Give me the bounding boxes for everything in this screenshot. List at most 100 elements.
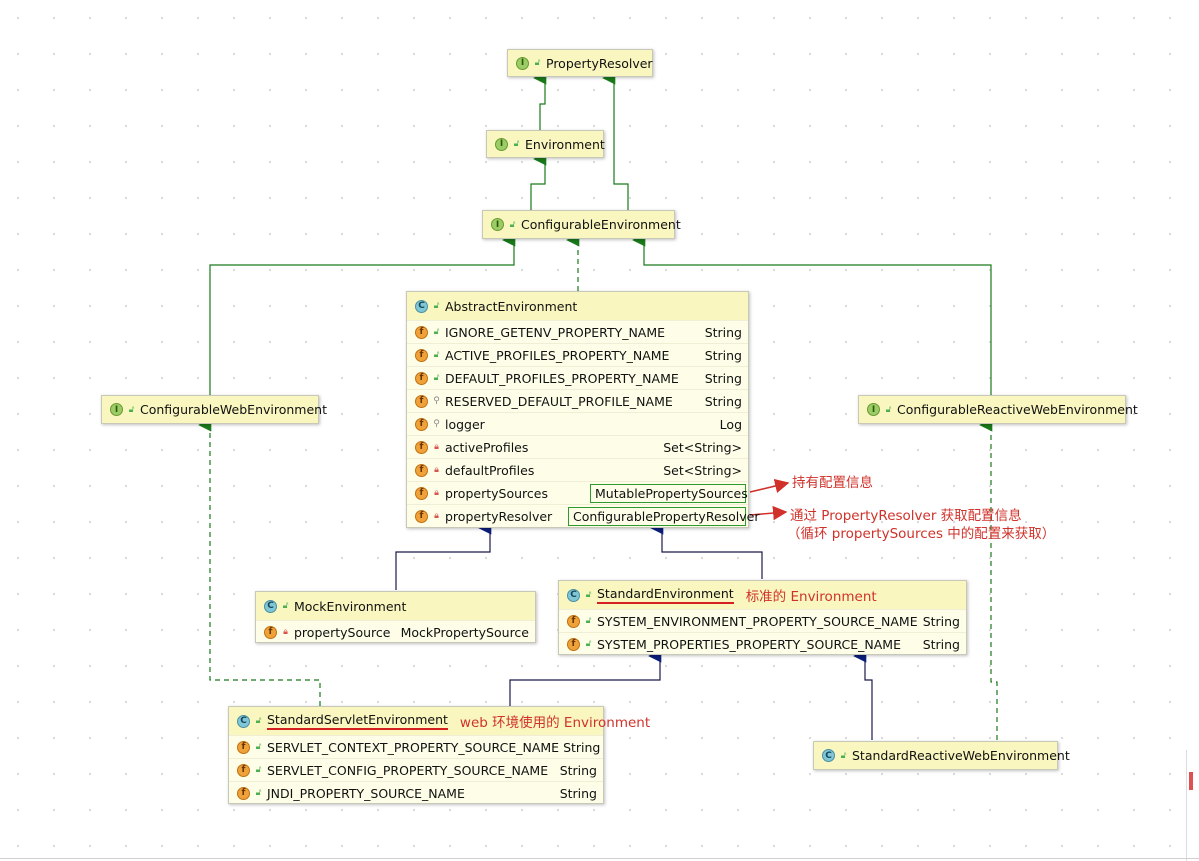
public-icon: 🔓︎ [534, 58, 541, 68]
field-name: IGNORE_GETENV_PROPERTY_NAME [445, 324, 666, 340]
node-property-resolver[interactable]: I 🔓︎ PropertyResolver [507, 49, 653, 77]
edge-configurablereactivewebenvironment-to-configurableenvironment [632, 233, 992, 395]
field-type: String [559, 762, 597, 778]
annotation-servlet-note: web 环境使用的 Environment [459, 715, 651, 731]
field-type: Set<String> [663, 439, 742, 455]
public-icon: 🔓︎ [282, 601, 289, 611]
annotation-arrow-property-sources [749, 478, 790, 493]
class-icon: C [415, 299, 428, 313]
edge-standardservletenvironment-to-standardenvironment [509, 649, 662, 706]
node-mock-environment[interactable]: C 🔓︎ MockEnvironment f 🔒︎ propertySource… [255, 591, 536, 643]
public-icon: 🔓︎ [513, 139, 520, 149]
node-configurable-web-environment[interactable]: I 🔓︎ ConfigurableWebEnvironment [101, 395, 327, 424]
field-name: SYSTEM_PROPERTIES_PROPERTY_SOURCE_NAME [597, 636, 901, 652]
field-row[interactable]: f 🔒︎ propertySources MutablePropertySour… [407, 481, 748, 504]
field-row[interactable]: f 🔓︎ DEFAULT_PROFILES_PROPERTY_NAME Stri… [407, 366, 748, 389]
field-icon: f [415, 486, 428, 500]
edge-configurableenvironment-to-environment [530, 152, 547, 210]
edge-standardenvironment-to-abstractenvironment [650, 521, 763, 579]
field-row[interactable]: f 🔓︎ SERVLET_CONFIG_PROPERTY_SOURCE_NAME… [229, 758, 603, 781]
node-abstract-environment[interactable]: C 🔓︎ AbstractEnvironment f 🔓︎ IGNORE_GET… [406, 291, 760, 528]
public-icon: 🔓︎ [255, 742, 262, 752]
edge-mockenvironment-to-abstractenvironment [395, 521, 492, 590]
edge-environment-to-propertyresolver [533, 71, 547, 130]
public-icon: 🔓︎ [885, 404, 892, 415]
protected-icon: ⚲ [433, 419, 440, 429]
node-standard-reactive-web-environment[interactable]: C 🔓︎ StandardReactiveWebEnvironment [813, 741, 1070, 770]
field-row[interactable]: f 🔒︎ activeProfiles Set<String> [407, 435, 748, 458]
node-title: ConfigurableReactiveWebEnvironment [897, 402, 1138, 417]
annotation-holds-config: 持有配置信息 [792, 475, 873, 491]
public-icon: 🔓︎ [255, 765, 262, 775]
node-title: ConfigurableEnvironment [521, 217, 681, 232]
protected-icon: ⚲ [433, 396, 440, 406]
field-row[interactable]: f 🔒︎ defaultProfiles Set<String> [407, 458, 748, 481]
node-configurable-environment[interactable]: I 🔓︎ ConfigurableEnvironment [482, 210, 681, 239]
public-icon: 🔓︎ [433, 350, 440, 360]
field-row[interactable]: f 🔓︎ SERVLET_CONTEXT_PROPERTY_SOURCE_NAM… [229, 735, 603, 758]
field-row[interactable]: f 🔓︎ SYSTEM_ENVIRONMENT_PROPERTY_SOURCE_… [559, 609, 966, 632]
edge-configurablewebenvironment-to-configurableenvironment [209, 233, 516, 395]
public-icon: 🔓︎ [509, 219, 516, 230]
private-lock-icon: 🔒︎ [283, 627, 288, 637]
node-standard-servlet-environment[interactable]: C 🔓︎ StandardServletEnvironment web 环境使用… [228, 706, 650, 804]
field-name: JNDI_PROPERTY_SOURCE_NAME [267, 785, 465, 801]
field-icon: f [415, 325, 428, 339]
field-row[interactable]: f 🔓︎ JNDI_PROPERTY_SOURCE_NAME String [229, 781, 603, 804]
interface-icon: I [495, 137, 508, 151]
field-type: String [704, 324, 742, 340]
field-icon: f [415, 509, 428, 523]
field-icon: f [415, 371, 428, 385]
private-lock-icon: 🔒︎ [434, 511, 439, 521]
field-icon: f [567, 614, 580, 628]
field-name: SERVLET_CONFIG_PROPERTY_SOURCE_NAME [267, 762, 549, 778]
field-type-highlighted: MutablePropertySources [590, 483, 748, 503]
field-row[interactable]: f 🔓︎ ACTIVE_PROFILES_PROPERTY_NAME Strin… [407, 343, 748, 366]
edge-standardreactivewebenvironment-implements-configurablereactivewebenvironment [979, 418, 998, 740]
field-row[interactable]: f 🔒︎ propertySource MockPropertySource [256, 620, 535, 643]
field-icon: f [415, 348, 428, 362]
field-name: propertySource [294, 624, 391, 640]
field-row[interactable]: f ⚲ logger Log [407, 412, 748, 435]
private-lock-icon: 🔒︎ [434, 465, 439, 475]
field-row[interactable]: f 🔒︎ propertyResolver ConfigurableProper… [407, 504, 760, 527]
node-title: MockEnvironment [294, 598, 407, 614]
annotation-standard-note: 标准的 Environment [745, 589, 877, 605]
annotation-arrow-property-resolver [749, 505, 788, 521]
class-icon: C [567, 588, 580, 602]
field-name: DEFAULT_PROFILES_PROPERTY_NAME [445, 370, 679, 386]
edge-standardservletenvironment-implements-configurablewebenvironment [198, 418, 321, 706]
field-type: MockPropertySource [400, 624, 529, 640]
window-edge-marker [1189, 772, 1193, 790]
private-lock-icon: 🔒︎ [434, 442, 439, 452]
node-title: Environment [525, 136, 605, 152]
public-icon: 🔓︎ [585, 590, 592, 600]
bottom-border [0, 858, 1199, 859]
field-icon: f [237, 740, 250, 754]
node-configurable-reactive-web-environment[interactable]: I 🔓︎ ConfigurableReactiveWebEnvironment [858, 395, 1138, 424]
field-row[interactable]: f 🔓︎ IGNORE_GETENV_PROPERTY_NAME String [407, 320, 748, 343]
public-icon: 🔓︎ [128, 404, 135, 415]
field-type: Log [719, 416, 742, 432]
field-icon: f [237, 786, 250, 800]
field-name: propertySources [445, 485, 548, 501]
field-type: String [704, 370, 742, 386]
field-row[interactable]: f ⚲ RESERVED_DEFAULT_PROFILE_NAME String [407, 389, 748, 412]
field-type: String [922, 636, 960, 652]
field-icon: f [567, 637, 580, 651]
node-title: AbstractEnvironment [445, 298, 578, 314]
node-title: StandardReactiveWebEnvironment [852, 748, 1070, 763]
field-type: String [563, 739, 601, 755]
field-name: ACTIVE_PROFILES_PROPERTY_NAME [445, 347, 670, 363]
node-standard-environment[interactable]: C 🔓︎ StandardEnvironment 标准的 Environment… [558, 580, 967, 655]
node-environment[interactable]: I 🔓︎ Environment [486, 130, 605, 158]
edge-configurableenvironment-to-propertyresolver [602, 71, 629, 210]
window-edge-fragment [1186, 750, 1199, 861]
interface-icon: I [867, 403, 880, 416]
field-row[interactable]: f 🔓︎ SYSTEM_PROPERTIES_PROPERTY_SOURCE_N… [559, 632, 966, 655]
field-icon: f [415, 440, 428, 454]
interface-icon: I [110, 403, 123, 416]
node-title: StandardServletEnvironment [267, 712, 448, 730]
private-lock-icon: 🔒︎ [434, 488, 439, 498]
